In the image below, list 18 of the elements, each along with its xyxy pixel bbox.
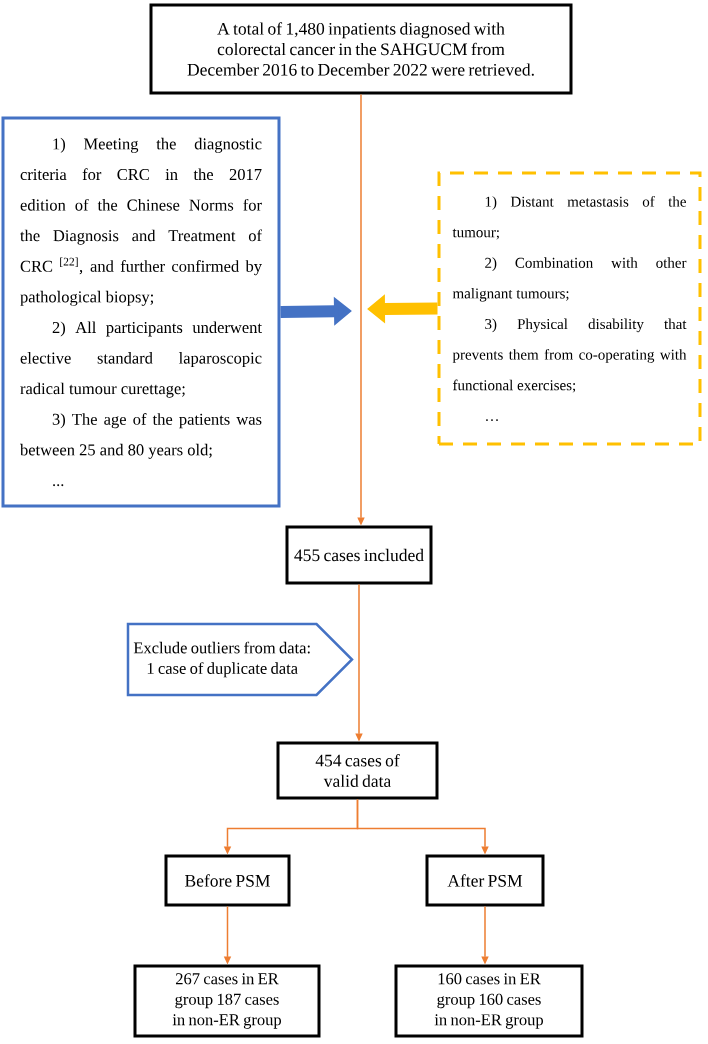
result-box: 160 cases in ER group 160 cases in non-ER group: [394, 964, 584, 1038]
inclusion-criteria-box: [1, 116, 281, 508]
process-box: 454 cases of valid data: [276, 741, 439, 800]
criteria-item: ...: [53, 484, 64, 487]
process-box: After PSM: [425, 854, 545, 907]
exclusion-criteria-box: [437, 171, 702, 446]
process-box: Before PSM: [164, 854, 291, 907]
process-box: 455 cases included: [285, 525, 433, 585]
criteria-item: 2) Combination with other malignant tumours;: [452, 257, 687, 302]
result-box: 267 cases in ER group 187 cases in non-ER group: [133, 964, 321, 1038]
criteria-item: 3) Physical disability that prevents them from co-operating with functional exercises;: [452, 318, 687, 393]
process-box: A total of 1,480 inpatients diagnosed with colorectal cancer in the SAHGUCM from December 2016 to December 2022 were retrieved.: [149, 3, 573, 95]
criteria-item: 3) The age of the patients was between 25 and 80 years old;: [20, 413, 262, 459]
pentagon-callout: Exclude outliers from data: 1 case of duplicate data: [126, 622, 354, 697]
criteria-item: …: [486, 419, 498, 421]
criteria-item: 2) All participants underwent elective standard laparoscopic radical tumour curettage;: [20, 321, 262, 398]
criteria-item: 1) Distant metastasis of the tumour;: [452, 196, 686, 240]
criteria-item: 1) Meeting the diagnostic criteria for CRC in the 2017 edition of the Chinese Norms for the Diagnosis and Treatment of CRC $^{[22]}$, and further confirmed by pathological biopsy;: [20, 137, 262, 306]
